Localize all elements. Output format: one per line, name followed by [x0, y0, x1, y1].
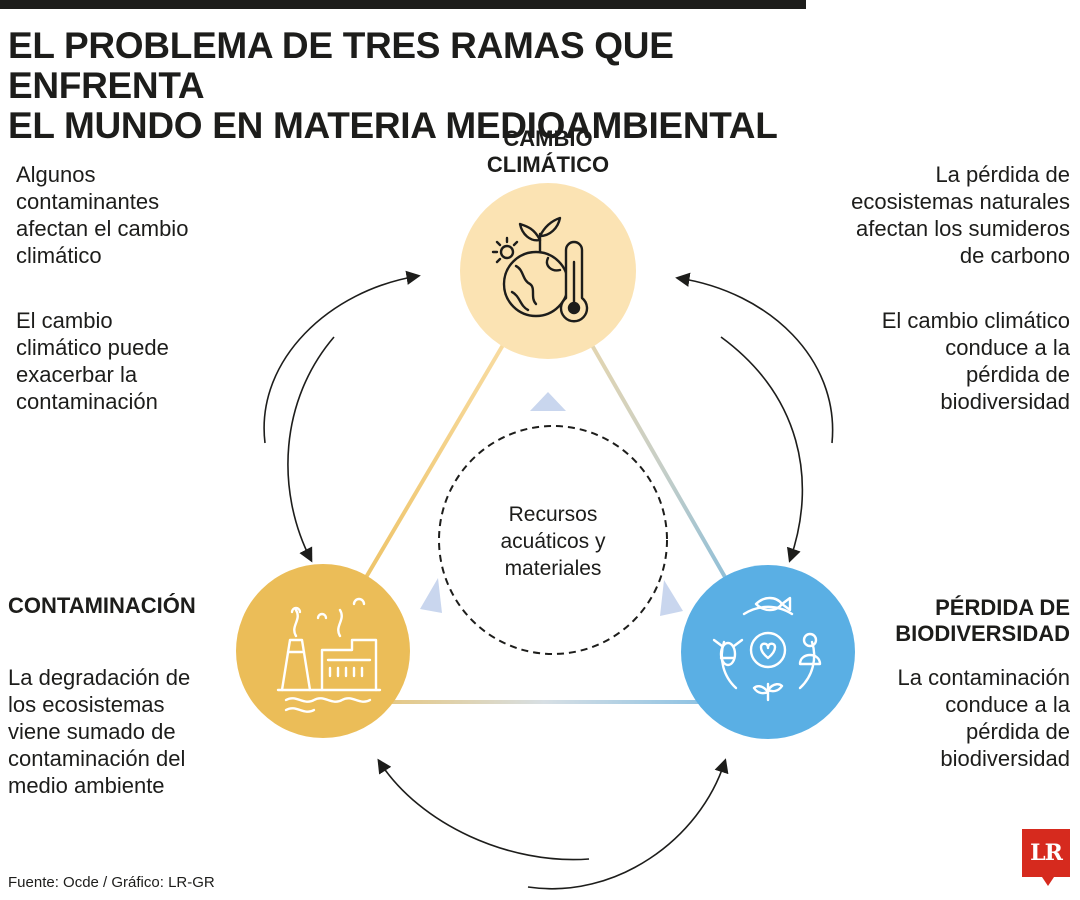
note-line: exacerbar la	[16, 362, 138, 387]
note-line: climático	[16, 243, 102, 268]
node-label-climate-line1: CAMBIO	[503, 126, 593, 151]
arrow-bottom-right	[527, 758, 729, 890]
note-line: viene sumado de	[8, 719, 176, 744]
center-dashed-circle	[438, 425, 668, 655]
center-label: Recursos acuáticos y materiales	[458, 501, 648, 582]
note-line: La pérdida de	[935, 162, 1070, 187]
node-label-pollution: CONTAMINACIÓN	[8, 593, 196, 619]
node-label-biodiversity-line1: PÉRDIDA DE	[935, 595, 1070, 620]
node-label-climate-line2: CLIMÁTICO	[486, 152, 610, 177]
note-line: contaminación	[16, 389, 158, 414]
arrow-top-right	[675, 272, 834, 444]
note-line: los ecosistemas	[8, 692, 165, 717]
note-line: contaminación del	[8, 746, 186, 771]
node-label-climate: CAMBIO CLIMÁTICO	[468, 126, 628, 178]
note-line: Algunos	[16, 162, 96, 187]
arrow-right-down	[720, 336, 804, 563]
note-line: conduce a la	[945, 335, 1070, 360]
top-rule	[0, 0, 806, 9]
node-label-biodiversity: PÉRDIDA DE BIODIVERSIDAD	[860, 595, 1070, 647]
arrow-left-down	[287, 336, 335, 563]
title-line-1: EL PROBLEMA DE TRES RAMAS QUE ENFRENTA	[8, 25, 674, 106]
note-top-right-1: La pérdida de ecosistemas naturales afec…	[800, 161, 1070, 269]
note-line: pérdida de	[966, 362, 1070, 387]
note-line: La contaminación	[897, 665, 1070, 690]
page-title: EL PROBLEMA DE TRES RAMAS QUE ENFRENTA E…	[8, 26, 848, 146]
center-label-line: Recursos	[508, 503, 598, 526]
factory-smoke-icon	[276, 597, 382, 713]
note-line: pérdida de	[966, 719, 1070, 744]
note-bottom-left: La degradación de los ecosistemas viene …	[8, 664, 248, 799]
earth-thermometer-icon	[491, 216, 589, 323]
note-line: medio ambiente	[8, 773, 165, 798]
biodiversity-cycle-icon	[712, 596, 822, 702]
pointer-triangle-left	[420, 578, 442, 613]
note-line: ecosistemas naturales	[851, 189, 1070, 214]
climate-node-circle	[460, 183, 636, 359]
title-line-2: EL MUNDO EN MATERIA MEDIOAMBIENTAL	[8, 105, 778, 146]
note-top-left-2: El cambio climático puede exacerbar la c…	[16, 307, 256, 415]
node-label-pollution-text: CONTAMINACIÓN	[8, 593, 196, 618]
note-line: afectan los sumideros	[856, 216, 1070, 241]
pointer-triangle-top	[530, 392, 566, 411]
note-line: biodiversidad	[940, 746, 1070, 771]
note-line: climático puede	[16, 335, 169, 360]
center-label-line: materiales	[504, 557, 602, 580]
center-label-line: acuáticos y	[500, 530, 606, 553]
note-line: contaminantes	[16, 189, 160, 214]
biodiversity-node-circle	[681, 565, 855, 739]
arrow-bottom-left	[377, 758, 590, 861]
lr-logo-tail	[1042, 877, 1054, 886]
note-bottom-right: La contaminación conduce a la pérdida de…	[840, 664, 1070, 772]
source-credit: Fuente: Ocde / Gráfico: LR-GR	[8, 874, 215, 891]
note-line: de carbono	[959, 243, 1070, 268]
note-line: biodiversidad	[940, 389, 1070, 414]
note-line: conduce a la	[945, 692, 1070, 717]
lr-logo: LR	[1022, 829, 1070, 877]
pointer-triangle-right	[660, 580, 683, 616]
note-line: El cambio climático	[881, 308, 1070, 333]
note-line: afectan el cambio	[16, 216, 189, 241]
arrow-top-left	[263, 270, 421, 444]
note-line: El cambio	[16, 308, 113, 333]
note-line: La degradación de	[8, 665, 191, 690]
node-label-biodiversity-line2: BIODIVERSIDAD	[895, 621, 1070, 646]
note-top-right-2: El cambio climático conduce a la pérdida…	[820, 307, 1070, 415]
note-top-left-1: Algunos contaminantes afectan el cambio …	[16, 161, 256, 269]
